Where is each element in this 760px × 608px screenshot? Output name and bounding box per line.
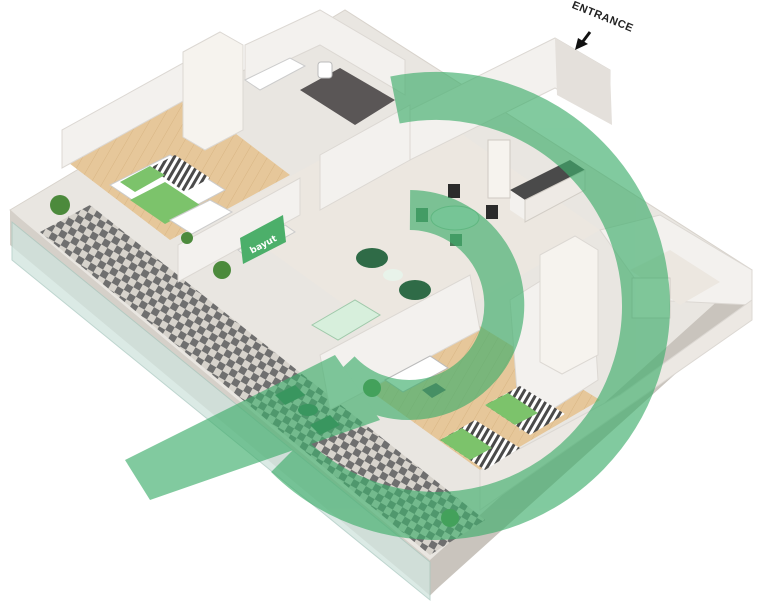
bayut-logo-watermark-icon <box>125 72 670 540</box>
terrace-floor <box>40 205 485 555</box>
bed-2a-blanket <box>440 428 492 460</box>
coffee-table <box>383 269 403 281</box>
wall-partition-center <box>319 104 411 211</box>
entrance-label: ENTRANCE <box>570 0 635 35</box>
bed-2b-blanket <box>485 393 538 425</box>
kitchen-cabinets <box>510 190 525 220</box>
dining-chair-2 <box>486 205 498 219</box>
toilet <box>317 61 333 79</box>
tv-screen <box>240 215 286 264</box>
bathroom-floor <box>300 68 395 125</box>
plant-bedroom-1 <box>181 232 193 244</box>
wardrobe-bedroom-2 <box>539 235 599 375</box>
plant-living <box>213 261 231 279</box>
wall-living-left <box>177 177 301 283</box>
bed-1-pillow <box>120 166 165 192</box>
refrigerator <box>487 139 511 199</box>
bathtub <box>243 57 307 91</box>
bedroom-1-desk <box>168 199 234 235</box>
armchair-2 <box>399 280 431 300</box>
dining-chair-1 <box>448 184 460 198</box>
arrow-down-left-icon <box>575 31 592 50</box>
armchair-1 <box>356 248 388 268</box>
wardrobe-bedroom-1 <box>182 31 244 151</box>
sideboard <box>311 299 381 341</box>
wall-kitchen-side <box>555 38 612 125</box>
bed-1-stripes <box>150 155 210 192</box>
plant-terrace-left <box>50 195 70 215</box>
